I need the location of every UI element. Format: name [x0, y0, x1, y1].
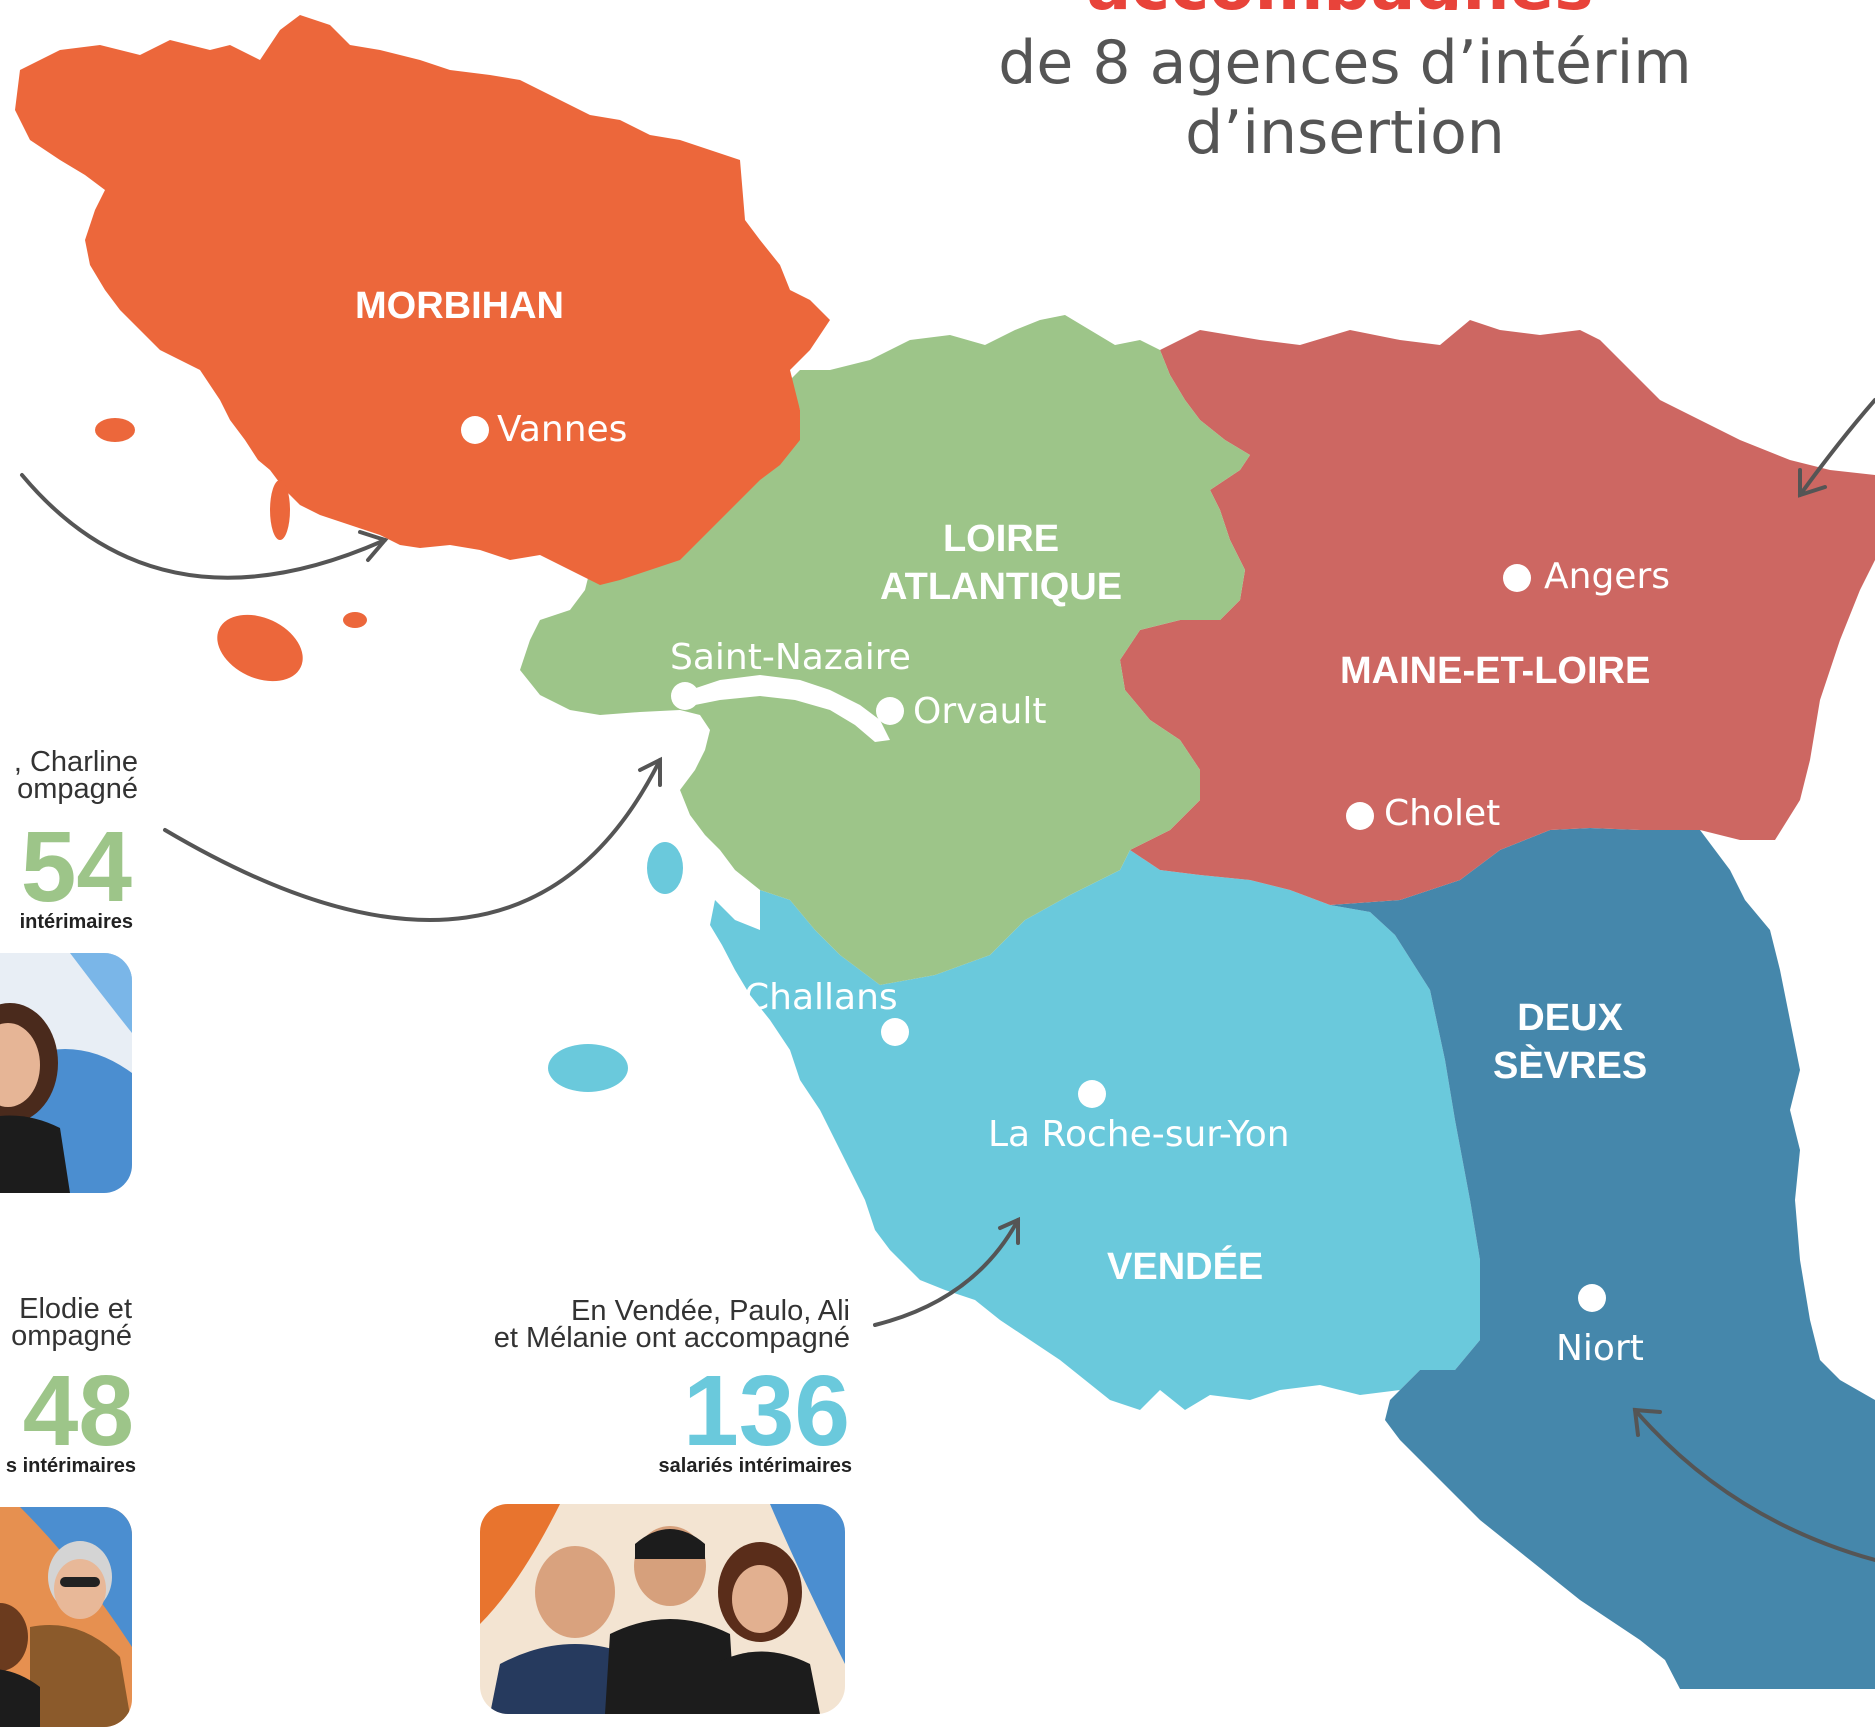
agency-count-loire-atlantique-2: 48: [22, 1355, 134, 1467]
city-label-challans: Challans: [744, 977, 898, 1018]
region-deux-sevres: [1330, 828, 1875, 1689]
island-morbihan-4: [270, 480, 290, 540]
city-dot-vannes: [461, 416, 489, 444]
city-dot-cholet: [1346, 802, 1374, 830]
agency-count-vendee: 136: [683, 1355, 850, 1467]
agency-caption-line-1: En Vendée, Paulo, Ali: [571, 1295, 850, 1327]
region-map: [15, 15, 1875, 1689]
label-loire-atlantique-line-2: ATLANTIQUE: [880, 566, 1123, 608]
region-morbihan: [15, 15, 830, 585]
arrow-maine-et-loire: [1798, 398, 1875, 497]
agency-count-loire-atlantique-1: 54: [20, 811, 132, 923]
city-label-vannes: Vannes: [497, 409, 628, 450]
city-label-cholet: Cholet: [1384, 793, 1501, 834]
arrow-loire-atlantique: [163, 758, 662, 922]
agency-unit-vendee: salariés intérimaires: [658, 1455, 852, 1477]
label-deux-sevres: DEUX SÈVRES: [1493, 994, 1647, 1090]
arrow-loire-atlantique-head: [638, 756, 662, 787]
agency-team-photo-loire-atlantique-2: [0, 1507, 132, 1727]
label-maine-et-loire: MAINE-ET-LOIRE: [1340, 650, 1651, 692]
island-morbihan-3: [343, 612, 367, 628]
label-loire-atlantique: LOIRE ATLANTIQUE: [880, 515, 1122, 611]
agency-caption-vendee: En Vendée, Paulo, Ali et Mélanie ont acc…: [493, 1295, 850, 1354]
label-loire-atlantique-line-1: LOIRE: [942, 518, 1060, 560]
agency-unit-loire-atlantique-1: intérimaires: [19, 911, 133, 933]
page-title-fragment: accompagnés: [980, 0, 1700, 10]
city-dot-orvault: [876, 697, 904, 725]
island-noirmoutier: [647, 842, 683, 894]
agency-caption-line-2: et Mélanie ont accompagné: [493, 1322, 850, 1354]
agency-caption-line-1: , Charline: [13, 746, 138, 778]
arrows: [20, 398, 1875, 1562]
page-subtitle: de 8 agences d’intérim d’insertion: [930, 28, 1760, 168]
region-maine-et-loire: [1120, 320, 1875, 905]
arrow-morbihan: [20, 473, 387, 580]
island-yeu: [548, 1044, 628, 1092]
subtitle-line-1: de 8 agences d’intérim: [998, 28, 1692, 98]
agency-unit-loire-atlantique-2: s intérimaires: [5, 1455, 136, 1477]
loire-estuary: [690, 675, 890, 742]
label-vendee: VENDÉE: [1107, 1246, 1264, 1288]
arrow-morbihan-head: [358, 530, 389, 562]
city-label-angers: Angers: [1544, 556, 1670, 597]
arrow-vendee-head: [998, 1216, 1020, 1245]
city-dot-angers: [1503, 564, 1531, 592]
city-label-la-roche-sur-yon: La Roche-sur-Yon: [988, 1114, 1290, 1155]
agency-team-photo-loire-atlantique-1: [0, 953, 132, 1193]
city-dot-niort: [1578, 1284, 1606, 1312]
city-dot-saint-nazaire: [671, 682, 699, 710]
agency-team-photo-vendee: [480, 1504, 845, 1714]
city-label-niort: Niort: [1556, 1328, 1644, 1369]
city-label-orvault: Orvault: [913, 691, 1047, 732]
agency-caption-loire-atlantique-1: , Charline ompagné: [13, 746, 138, 805]
island-morbihan-2: [95, 418, 135, 442]
subtitle-line-2: d’insertion: [1185, 98, 1505, 168]
arrow-maine-et-loire-head: [1798, 468, 1827, 498]
label-morbihan: MORBIHAN: [355, 285, 564, 327]
agency-caption-line-2: ompagné: [11, 1320, 132, 1352]
team-photo-illustration: [0, 1507, 132, 1727]
island-morbihan-1: [217, 614, 303, 682]
label-deux-sevres-line-2: SÈVRES: [1493, 1045, 1648, 1087]
city-label-saint-nazaire: Saint-Nazaire: [670, 637, 911, 678]
arrow-deux-sevres-head: [1632, 1407, 1662, 1437]
agency-caption-loire-atlantique-2: Elodie et ompagné: [11, 1293, 132, 1352]
team-photo-illustration: [480, 1504, 845, 1714]
arrow-deux-sevres: [1633, 1408, 1875, 1562]
arrow-vendee: [873, 1218, 1020, 1327]
agency-caption-line-2: ompagné: [17, 773, 138, 805]
city-dot-challans: [881, 1018, 909, 1046]
region-vendee: [710, 850, 1480, 1410]
label-deux-sevres-line-1: DEUX: [1517, 997, 1623, 1039]
region-loire-atlantique: [520, 315, 1250, 985]
agency-caption-line-1: Elodie et: [19, 1293, 132, 1325]
team-photo-illustration: [0, 953, 132, 1193]
city-dot-la-roche-sur-yon: [1078, 1080, 1106, 1108]
